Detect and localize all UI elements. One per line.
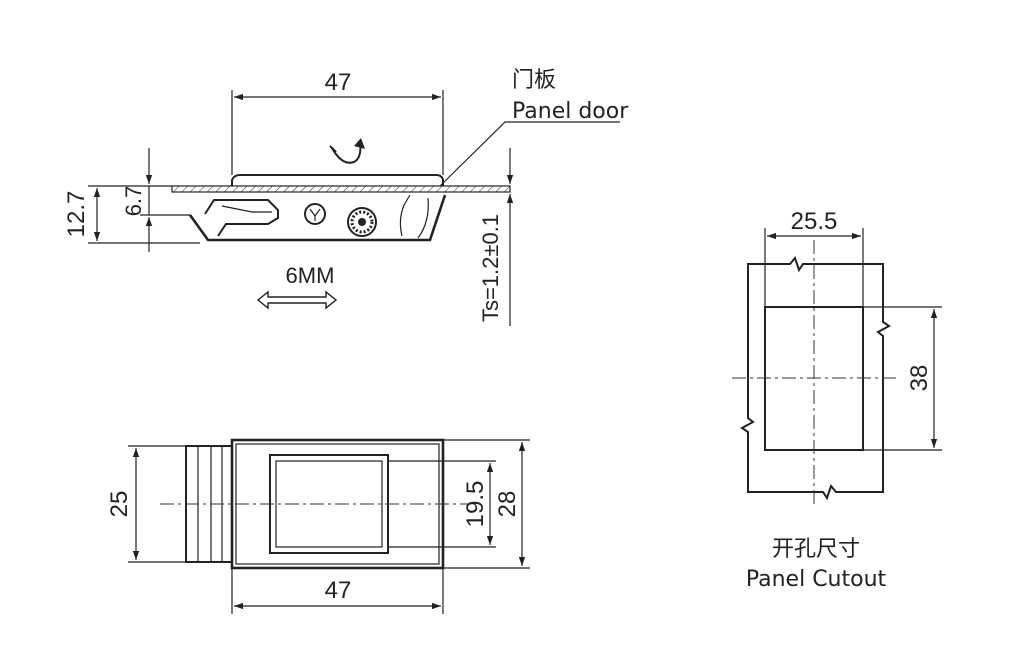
side-view: 47 门板 Panel door 12.7 6.7 Ts=1.2±0.1 6MM [63, 68, 629, 326]
latch-body-outline [188, 194, 447, 242]
panel-thickness-label: Ts=1.2±0.1 [478, 214, 503, 322]
panel-outline [740, 255, 891, 501]
front-view: 25 19.5 28 47 [106, 438, 530, 614]
panel-door-label-en: Panel door [512, 99, 629, 124]
cutout-title-en: Panel Cutout [746, 567, 887, 592]
latch-bolt [204, 199, 279, 237]
front-width-label: 47 [325, 577, 352, 604]
front-height-left-label: 25 [106, 491, 133, 518]
side-height-outer-label: 12.7 [63, 191, 90, 238]
latch-flange [231, 174, 444, 186]
rotation-arrow-icon [331, 141, 362, 164]
side-width-label: 47 [325, 69, 352, 96]
cutout-title-cn: 开孔尺寸 [772, 537, 860, 562]
cutout-width-label: 25.5 [791, 208, 838, 235]
panel-door-label-cn: 门板 [512, 68, 556, 93]
front-height-inner-label: 19.5 [462, 481, 489, 528]
panel-door-leader [439, 121, 620, 187]
side-height-inner-label: 6.7 [121, 186, 146, 217]
front-height-outer-label: 28 [494, 491, 521, 518]
travel-label: 6MM [286, 263, 335, 288]
panel-cutout-view: 25.5 38 开孔尺寸 Panel Cutout [732, 208, 942, 592]
cutout-height-label: 38 [906, 365, 933, 392]
spring-symbol-icon [304, 203, 326, 225]
panel-door-plate [171, 185, 511, 193]
travel-double-arrow-icon [256, 290, 338, 310]
